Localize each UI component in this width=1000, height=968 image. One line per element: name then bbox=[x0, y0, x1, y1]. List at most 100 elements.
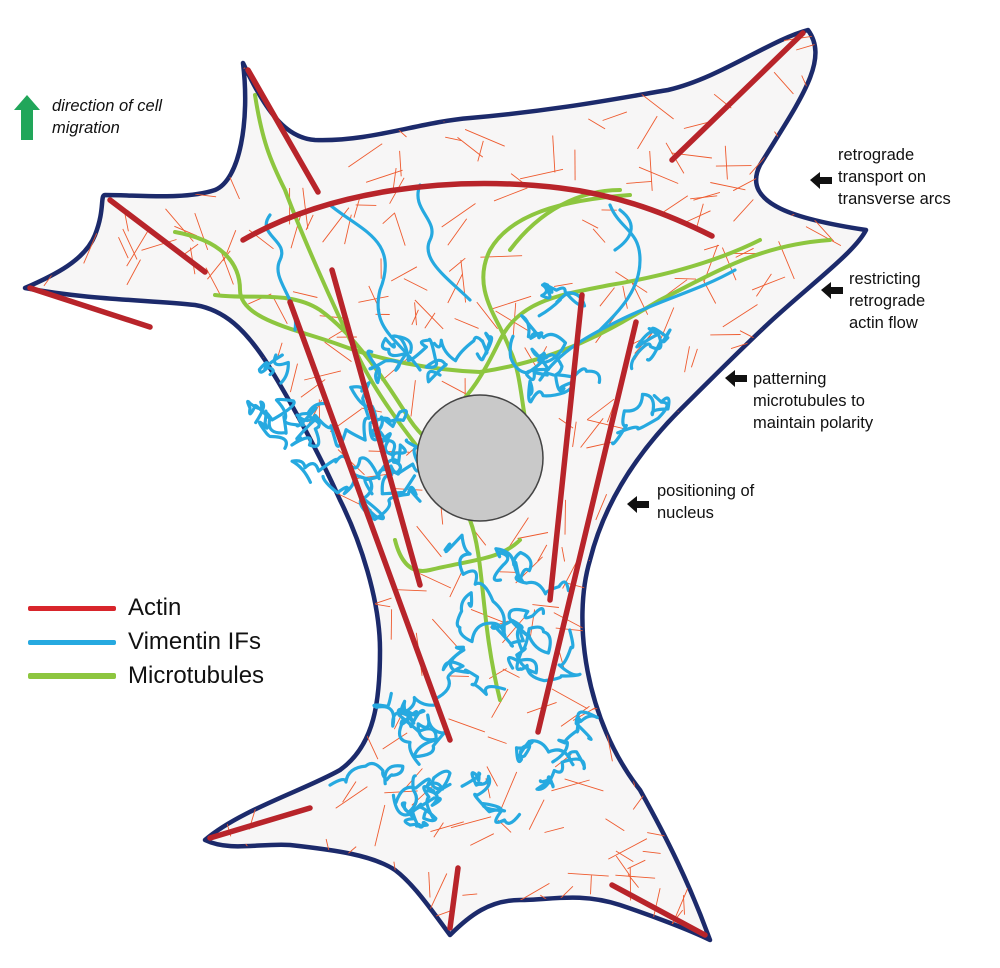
actin-mesh-filament bbox=[246, 724, 274, 758]
vimentin-filament bbox=[396, 707, 448, 766]
actin-mesh-filament bbox=[139, 155, 154, 192]
vimentin-filament bbox=[295, 381, 379, 448]
actin-mesh-filament bbox=[544, 826, 565, 833]
nucleus bbox=[416, 394, 544, 522]
actin-mesh-filament bbox=[411, 309, 419, 325]
actin-mesh-filament bbox=[686, 210, 711, 223]
actin-mesh-filament bbox=[690, 348, 698, 368]
actin-mesh-filament bbox=[614, 587, 638, 589]
actin-mesh-filament bbox=[27, 223, 55, 228]
actin-mesh-filament bbox=[374, 804, 386, 847]
actin-mesh-filament bbox=[588, 118, 606, 130]
actin-mesh-filament bbox=[834, 774, 853, 778]
actin-mesh-filament bbox=[690, 195, 718, 200]
actin-mesh-filament bbox=[174, 916, 183, 940]
actin-mesh-filament bbox=[735, 360, 768, 365]
actin-mesh-filament bbox=[713, 461, 731, 471]
actin-mesh-filament bbox=[190, 908, 226, 918]
actin-mesh-filament bbox=[194, 567, 212, 602]
actin-mesh-filament bbox=[193, 54, 220, 69]
actin-mesh-filament bbox=[602, 111, 628, 121]
actin-mesh-filament bbox=[769, 445, 800, 461]
actin-mesh-filament bbox=[599, 287, 615, 307]
actin-mesh-filament bbox=[685, 753, 705, 780]
actin-mesh-filament bbox=[703, 244, 720, 251]
actin-mesh-filament bbox=[690, 454, 723, 479]
actin-mesh-filament bbox=[832, 761, 849, 790]
migration-label: direction of cell migration bbox=[52, 97, 163, 137]
actin-mesh-filament bbox=[520, 168, 564, 180]
actin-mesh-filament bbox=[448, 718, 486, 733]
actin-mesh-filament bbox=[684, 640, 706, 676]
vimentin-filament bbox=[400, 774, 442, 829]
actin-mesh-filament bbox=[447, 273, 463, 304]
actin-mesh-filament bbox=[283, 577, 293, 610]
actin-mesh-filament bbox=[89, 732, 117, 769]
actin-mesh-filament bbox=[86, 398, 102, 408]
actin-mesh-filament bbox=[449, 570, 463, 598]
actin-mesh-filament bbox=[869, 227, 876, 244]
actin-mesh-filament bbox=[394, 212, 406, 246]
actin-mesh-filament bbox=[355, 204, 377, 206]
actin-mesh-filament bbox=[382, 732, 408, 750]
actin-mesh-filament bbox=[118, 237, 129, 259]
actin-mesh-filament bbox=[77, 30, 86, 47]
actin-mesh-filament bbox=[638, 517, 647, 544]
actin-mesh-filament bbox=[742, 738, 752, 764]
actin-mesh-filament bbox=[176, 760, 197, 780]
actin-mesh-filament bbox=[735, 247, 754, 258]
actin-mesh-filament bbox=[299, 919, 329, 940]
actin-mesh-filament bbox=[592, 228, 606, 243]
actin-mesh-filament bbox=[95, 831, 139, 838]
annotation-positioning-nucleus: positioning of nucleus bbox=[657, 482, 755, 522]
actin-mesh-filament bbox=[715, 674, 742, 698]
actin-mesh-filament bbox=[269, 652, 283, 665]
actin-mesh-filament bbox=[500, 771, 518, 809]
actin-mesh-filament bbox=[627, 874, 639, 888]
actin-mesh-filament bbox=[572, 421, 577, 448]
actin-mesh-filament bbox=[586, 398, 615, 421]
actin-mesh-filament bbox=[822, 855, 846, 876]
actin-mesh-filament bbox=[428, 871, 431, 898]
actin-mesh-filament bbox=[803, 860, 815, 883]
actin-mesh-filament bbox=[699, 524, 743, 534]
actin-mesh-filament bbox=[493, 187, 528, 202]
actin-mesh-filament bbox=[36, 558, 40, 581]
pointer-arrow-icon bbox=[627, 496, 649, 513]
actin-mesh-filament bbox=[100, 58, 114, 65]
actin-mesh-filament bbox=[254, 709, 275, 738]
actin-mesh-filament bbox=[867, 764, 898, 776]
actin-mesh-filament bbox=[141, 341, 158, 364]
actin-mesh-filament bbox=[659, 307, 675, 342]
dorsal-stress-fiber bbox=[669, 30, 806, 163]
actin-mesh-filament bbox=[630, 743, 666, 752]
vimentin-filament bbox=[598, 203, 642, 332]
actin-mesh-filament bbox=[670, 780, 705, 789]
actin-mesh-filament bbox=[587, 419, 624, 430]
actin-mesh-filament bbox=[629, 493, 646, 526]
actin-mesh-filament bbox=[749, 884, 757, 902]
actin-mesh-filament bbox=[180, 401, 200, 427]
actin-mesh-filament bbox=[110, 868, 130, 900]
actin-mesh-filament bbox=[57, 458, 79, 463]
actin-mesh-filament bbox=[43, 544, 51, 563]
actin-mesh-filament bbox=[37, 232, 44, 277]
actin-mesh-filament bbox=[57, 432, 66, 465]
actin-mesh-filament bbox=[673, 540, 704, 545]
actin-mesh-filament bbox=[506, 517, 529, 551]
actin-mesh-filament bbox=[201, 135, 225, 150]
actin-mesh-filament bbox=[854, 635, 866, 671]
actin-mesh-filament bbox=[598, 591, 611, 630]
actin-mesh-filament bbox=[789, 653, 806, 688]
actin-mesh-filament bbox=[441, 380, 468, 396]
actin-mesh-filament bbox=[449, 675, 469, 677]
actin-mesh-filament bbox=[184, 243, 199, 255]
vimentin-filament bbox=[391, 334, 448, 384]
actin-mesh-filament bbox=[25, 871, 33, 889]
annotation-restricting-flow: restricting retrograde actin flow bbox=[849, 270, 926, 332]
actin-mesh-filament bbox=[210, 39, 236, 46]
actin-mesh-filament bbox=[781, 538, 806, 553]
actin-mesh-filament bbox=[117, 182, 130, 194]
actin-mesh-filament bbox=[688, 727, 697, 767]
actin-mesh-filament bbox=[44, 797, 65, 807]
